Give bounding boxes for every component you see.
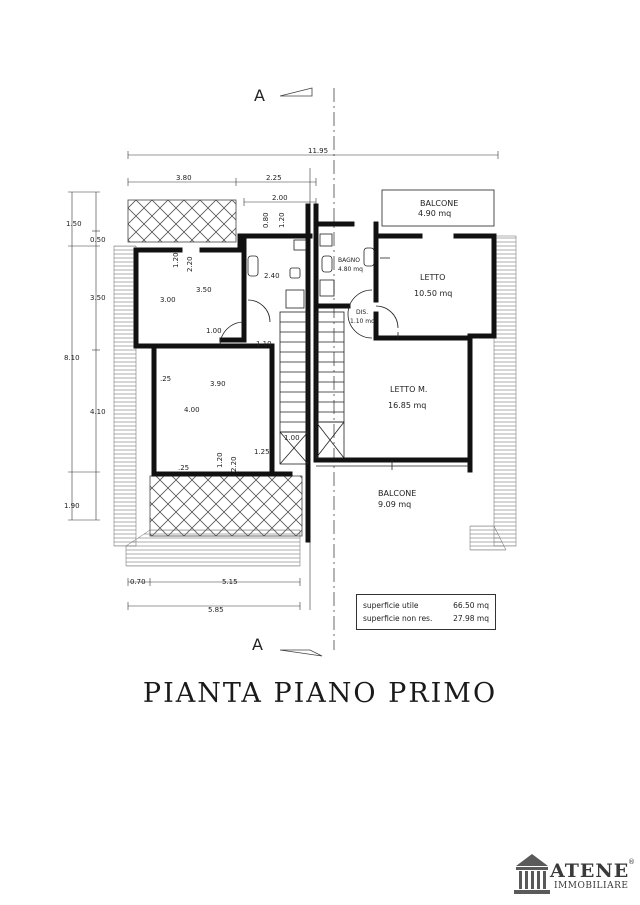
bath-area: 4.80 mq — [338, 266, 363, 273]
dim-room2-390: 3.90 — [210, 380, 226, 388]
dimension-lines — [68, 151, 499, 610]
useful-area-value: 66.50 mq — [453, 601, 489, 610]
dim-bottom-070: 0.70 — [130, 578, 146, 586]
dim-room2-120: 1.20 — [216, 452, 224, 468]
dim-stair-125: 1.25 — [254, 448, 270, 456]
dim-top-left: 3.80 — [176, 174, 192, 182]
logo-name: ATENE — [550, 860, 630, 882]
dim-left-total: 8.10 — [64, 354, 80, 362]
registered-mark: ® — [628, 858, 635, 866]
logo-subtitle: IMMOBILIARE — [554, 881, 629, 891]
dim-room1-300: 3.00 — [160, 296, 176, 304]
dim-room2-025a: .25 — [160, 375, 171, 383]
balcony-top-label: BALCONE — [420, 199, 458, 208]
useful-area-row: superficie utile 66.50 mq — [363, 599, 489, 612]
master-bed-area: 16.85 mq — [388, 401, 426, 410]
dis-label: DIS. — [356, 309, 368, 316]
dim-room2-400: 4.00 — [184, 406, 200, 414]
dim-door-100: 1.00 — [206, 327, 222, 335]
dim-bottom-515: 5.15 — [222, 578, 238, 586]
dim-bath-120: 1.20 — [278, 212, 286, 228]
balcony-bottom-label: BALCONE — [378, 489, 416, 498]
section-a-bottom: A — [252, 635, 263, 654]
section-line — [279, 87, 335, 657]
areas-table: superficie utile 66.50 mq superficie non… — [356, 594, 496, 630]
dis-area: 1.10 mq — [350, 318, 375, 325]
dim-left-410: 4.10 — [90, 408, 106, 416]
dim-left-350: 3.50 — [90, 294, 106, 302]
dim-left-050: 0.50 — [90, 236, 106, 244]
useful-area-label: superficie utile — [363, 601, 419, 610]
section-a-top: A — [254, 86, 265, 105]
bath-label: BAGNO — [338, 257, 360, 264]
nonres-area-label: superficie non res. — [363, 614, 433, 623]
balcony-top-area: 4.90 mq — [418, 209, 451, 218]
nonres-area-row: superficie non res. 27.98 mq — [363, 612, 489, 625]
dim-bath-240: 2.40 — [264, 272, 280, 280]
nonres-area-value: 27.98 mq — [453, 614, 489, 623]
temple-logo-icon — [514, 854, 550, 894]
dim-bath-080: 0.80 — [262, 212, 270, 228]
dim-stair-width: 2.00 — [272, 194, 288, 202]
dim-top-mid: 2.25 — [266, 174, 282, 182]
dim-stair-100: 1.00 — [284, 434, 300, 442]
plan-title: PIANTA PIANO PRIMO — [142, 678, 498, 709]
dim-bottom-585: 5.85 — [208, 606, 224, 614]
balcony-bottom-area: 9.09 mq — [378, 500, 411, 509]
master-bed-label: LETTO M. — [390, 385, 427, 394]
dim-room1-120: 1.20 — [172, 252, 180, 268]
dim-room2-220: 2.20 — [230, 456, 238, 472]
dim-overall-width: 11.95 — [308, 147, 328, 155]
hatched-areas — [113, 199, 517, 567]
atene-logo: ATENE ® IMMOBILIARE — [512, 848, 638, 900]
bed1-label: LETTO — [420, 273, 445, 282]
bed1-area: 10.50 mq — [414, 289, 452, 298]
dim-left-190: 1.90 — [64, 502, 80, 510]
dim-room1-350: 3.50 — [196, 286, 212, 294]
dim-room1-220: 2.20 — [186, 256, 194, 272]
dim-room2-025b: .25 — [178, 464, 189, 472]
dim-left-top: 1.50 — [66, 220, 82, 228]
interior-lines — [219, 189, 495, 470]
dim-door-110: 1.10 — [256, 340, 272, 348]
